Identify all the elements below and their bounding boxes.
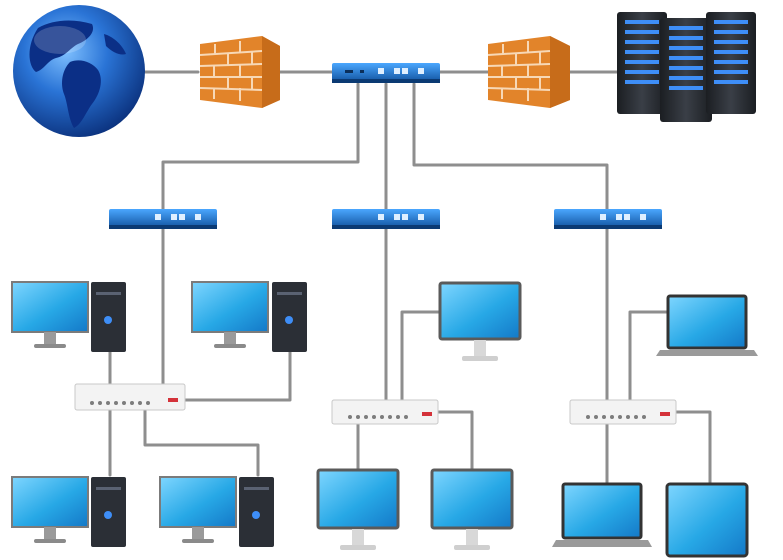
network-switch-icon: [74, 383, 186, 411]
monitor-icon: [438, 281, 522, 361]
monitor-icon: [316, 468, 400, 550]
globe-icon: [13, 5, 145, 137]
brick-firewall-icon: [199, 36, 280, 108]
link-core-router-router-right: [412, 82, 609, 212]
link-switch-left-desktop-2: [183, 350, 292, 402]
link-core-router-router-left: [161, 82, 360, 212]
desktop-pc-icon: [159, 476, 274, 547]
network-switch-icon: [569, 399, 677, 425]
server-rack-icon: [617, 12, 756, 122]
network-switch-icon: [331, 399, 439, 425]
link-switch-left-desktop-4: [143, 408, 260, 477]
desktop-pc-icon: [11, 476, 126, 547]
cables: [108, 70, 712, 486]
link-switch-center-monitor-2: [435, 410, 474, 472]
link-switch-center-monitor-top: [400, 310, 442, 402]
laptop-icon: [656, 294, 758, 356]
router-icon: [109, 209, 217, 229]
laptop-icon: [552, 482, 652, 547]
router-icon: [554, 209, 662, 229]
link-switch-right-tablet: [674, 410, 712, 486]
desktop-pc-icon: [191, 281, 307, 352]
brick-firewall-icon: [487, 36, 570, 108]
link-switch-right-laptop-top: [628, 310, 670, 402]
monitor-icon: [430, 468, 514, 550]
desktop-pc-icon: [11, 281, 126, 352]
router-icon: [332, 63, 440, 83]
router-icon: [332, 209, 440, 229]
tablet-icon: [665, 482, 749, 558]
